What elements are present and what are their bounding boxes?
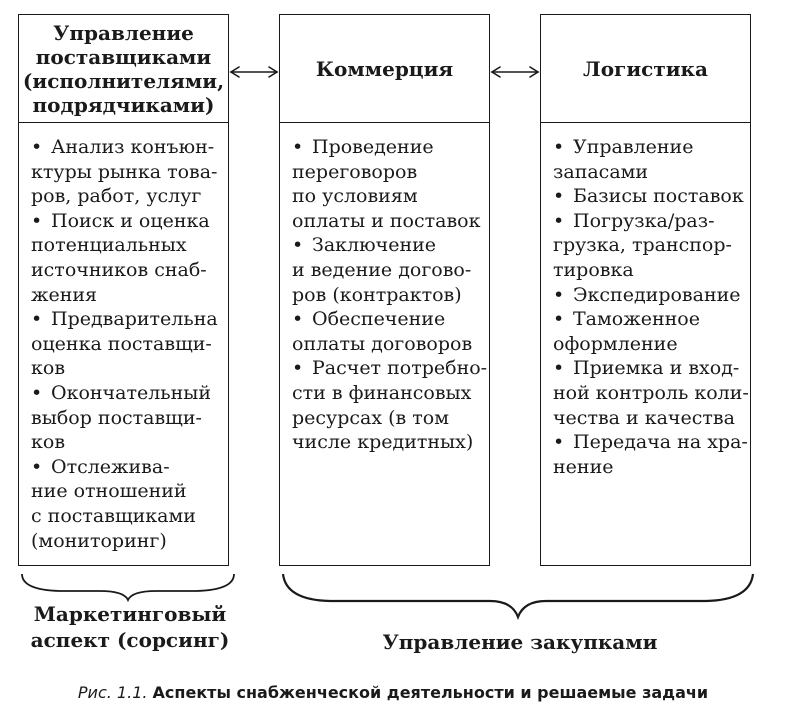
task-item-line: Отслежива- — [31, 455, 220, 480]
column-commerce: КоммерцияПроведениепереговоровпо условия… — [279, 14, 490, 566]
marketing-aspect-label: Маркетинговый аспект (сорсинг) — [12, 601, 248, 653]
task-item-line: оценка поставщи- — [31, 332, 212, 355]
figure-caption: Рис. 1.1. Аспекты снабженческой деятельн… — [0, 682, 786, 704]
task-item-line: чества и качества — [553, 406, 735, 429]
column-logistics: ЛогистикаУправлениезапасамиБазисы постав… — [540, 14, 751, 566]
task-item-line: Заключение — [292, 233, 481, 258]
marketing-label-line: Маркетинговый — [33, 602, 227, 626]
task-item-line: Окончательный — [31, 381, 220, 406]
column-title-line: Логистика — [583, 56, 708, 81]
bidirectional-arrow-right-part — [529, 66, 540, 78]
task-item: Передача на хра-нение — [553, 430, 748, 479]
task-item-line: ков — [31, 431, 66, 454]
column-title-line: поставщиками — [35, 44, 212, 69]
marketing-brace — [21, 573, 235, 603]
task-item-line: (мониторинг) — [31, 529, 167, 552]
task-item: Расчет потребно-сти в финансовыхресурсах… — [292, 356, 487, 454]
task-item: Анализ конъюн-ктуры рынка това-ров, рабо… — [31, 135, 220, 209]
task-item-line: оплаты и поставок — [292, 209, 481, 232]
bidirectional-arrow-left — [229, 66, 279, 78]
task-item-line: источников снаб- — [31, 258, 207, 281]
task-item: Экспедирование — [553, 283, 742, 308]
task-item-line: запасами — [553, 160, 649, 183]
task-item-line: и ведение догово- — [292, 258, 472, 281]
task-item-line: ктуры рынка това- — [31, 160, 218, 183]
task-item-line: нение — [553, 455, 614, 478]
task-item-line: ние отношений — [31, 480, 187, 503]
column-task-list: Анализ конъюн-ктуры рынка това-ров, рабо… — [19, 123, 228, 565]
task-item-line: потенциальных — [31, 234, 187, 257]
task-item-line: Предварительна — [31, 307, 220, 332]
task-item-line: Анализ конъюн- — [31, 135, 220, 160]
task-item-line: Экспедирование — [553, 283, 742, 308]
task-item-line: выбор поставщи- — [31, 406, 202, 429]
task-item-line: ров (контрактов) — [292, 283, 462, 306]
column-title-line: (исполнителями, — [22, 68, 225, 93]
task-item: Базисы поставок — [553, 184, 744, 209]
bidirectional-arrow-right — [490, 66, 540, 78]
procurement-management-label: Управление закупками — [290, 629, 750, 655]
task-item: Погрузка/раз-грузка, транспор-тировка — [553, 209, 742, 283]
task-item-line: Управление — [553, 135, 742, 160]
task-item-line: с поставщиками — [31, 504, 196, 527]
task-item-line: ров, работ, услуг — [31, 185, 202, 208]
task-item-line: оформление — [553, 332, 678, 355]
bidirectional-arrow-left-part — [229, 66, 240, 78]
task-item-line: жения — [31, 283, 98, 306]
procurement-brace — [281, 573, 755, 621]
task-item-line: переговоров — [292, 160, 418, 183]
task-item-line: ресурсах (в том — [292, 406, 449, 429]
column-header: Коммерция — [280, 15, 489, 123]
task-item-line: ков — [31, 357, 66, 380]
bidirectional-arrow-left-part — [268, 66, 279, 78]
task-item-line: Передача на хра- — [553, 430, 748, 455]
task-item-line: Проведение — [292, 135, 481, 160]
caption-figure-number: Рис. 1.1. — [77, 683, 148, 702]
column-task-list: УправлениезапасамиБазисы поставокПогрузк… — [541, 123, 750, 565]
task-item: Приемка и вход-ной контроль коли-чества … — [553, 356, 749, 430]
procurement-label-text: Управление закупками — [382, 630, 658, 654]
column-header: Логистика — [541, 15, 750, 123]
task-item-line: числе кредитных) — [292, 431, 474, 454]
task-item-line: тировка — [553, 258, 634, 281]
column-title-line: Коммерция — [315, 56, 454, 81]
task-item-line: грузка, транспор- — [553, 234, 732, 257]
task-item-line: оплаты договоров — [292, 332, 473, 355]
task-item-line: Поиск и оценка — [31, 209, 220, 234]
column-title-line: Управление — [53, 20, 194, 45]
task-item-line: Приемка и вход- — [553, 356, 742, 381]
bidirectional-arrow-right-part — [490, 66, 501, 78]
task-item-line: Базисы поставок — [553, 184, 744, 209]
column-title-line: подрядчиками) — [32, 92, 215, 117]
task-item-line: сти в финансовых — [292, 381, 472, 404]
task-item-line: Обеспечение — [292, 307, 481, 332]
marketing-label-line: аспект (сорсинг) — [30, 628, 230, 652]
task-item-line: Погрузка/раз- — [553, 209, 742, 234]
caption-title: Аспекты снабженческой деятельности и реш… — [152, 683, 709, 702]
task-item-line: по условиям — [292, 185, 418, 208]
task-item-line: Таможенное — [553, 307, 742, 332]
task-item-line: ной контроль коли- — [553, 381, 749, 404]
task-item-line: Расчет потребно- — [292, 356, 487, 381]
